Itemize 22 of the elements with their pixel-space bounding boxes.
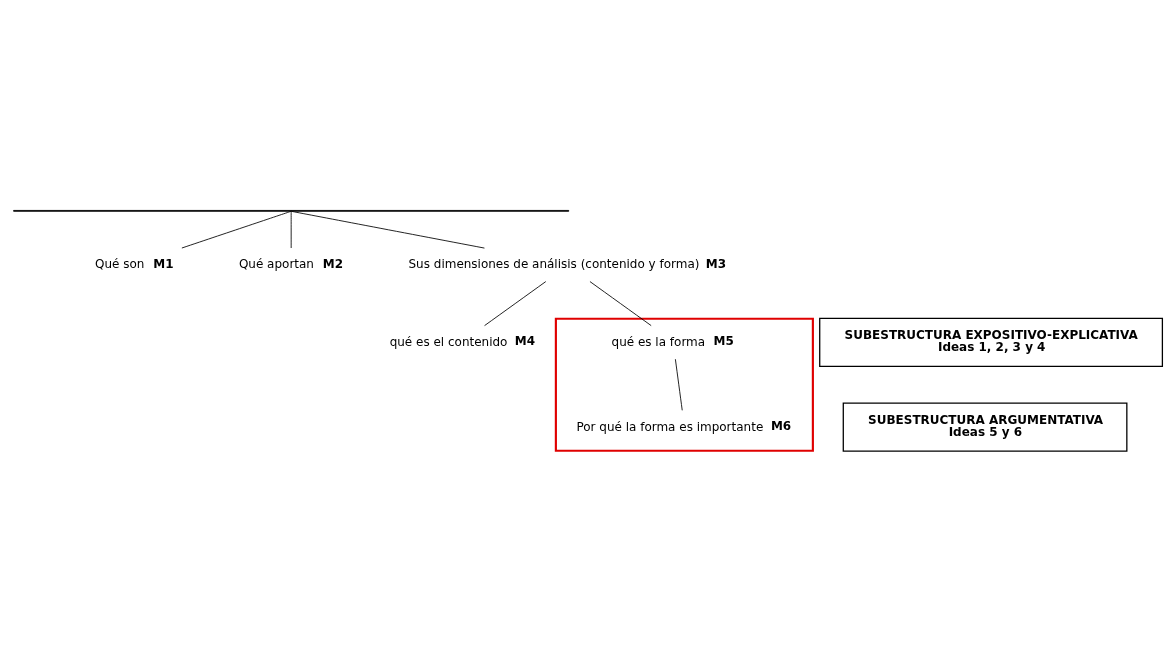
node-text: Qué son bbox=[94, 256, 145, 271]
connector bbox=[484, 280, 547, 326]
node-bar bbox=[13, 209, 570, 212]
node-text: Sus dimensiones de análisis (contenido y forma) bbox=[408, 256, 700, 271]
cluster bbox=[554, 317, 814, 452]
node-text: Qué aportan bbox=[238, 256, 314, 271]
connector bbox=[181, 210, 292, 248]
connector bbox=[290, 210, 292, 248]
node-text: qué es la forma bbox=[611, 334, 706, 349]
node-box: SUBESTRUCTURA ARGUMENTATIVA Ideas 5 y 6 bbox=[842, 402, 1128, 452]
node-label: M5 bbox=[713, 333, 734, 348]
connector bbox=[674, 358, 683, 411]
node-label: M6 bbox=[770, 418, 792, 433]
node-label: M2 bbox=[322, 256, 344, 271]
node-text: Por qué la forma es importante bbox=[576, 419, 764, 434]
node-label: M4 bbox=[514, 333, 536, 348]
node-label: M1 bbox=[153, 256, 174, 271]
node-label: M3 bbox=[705, 256, 727, 271]
connector bbox=[589, 280, 652, 326]
node-text: qué es el contenido bbox=[389, 334, 508, 349]
node-box: SUBESTRUCTURA EXPOSITIVO-EXPLICATIVA Ideas 1, 2, 3 y 4 bbox=[819, 317, 1164, 367]
connector bbox=[290, 210, 485, 248]
